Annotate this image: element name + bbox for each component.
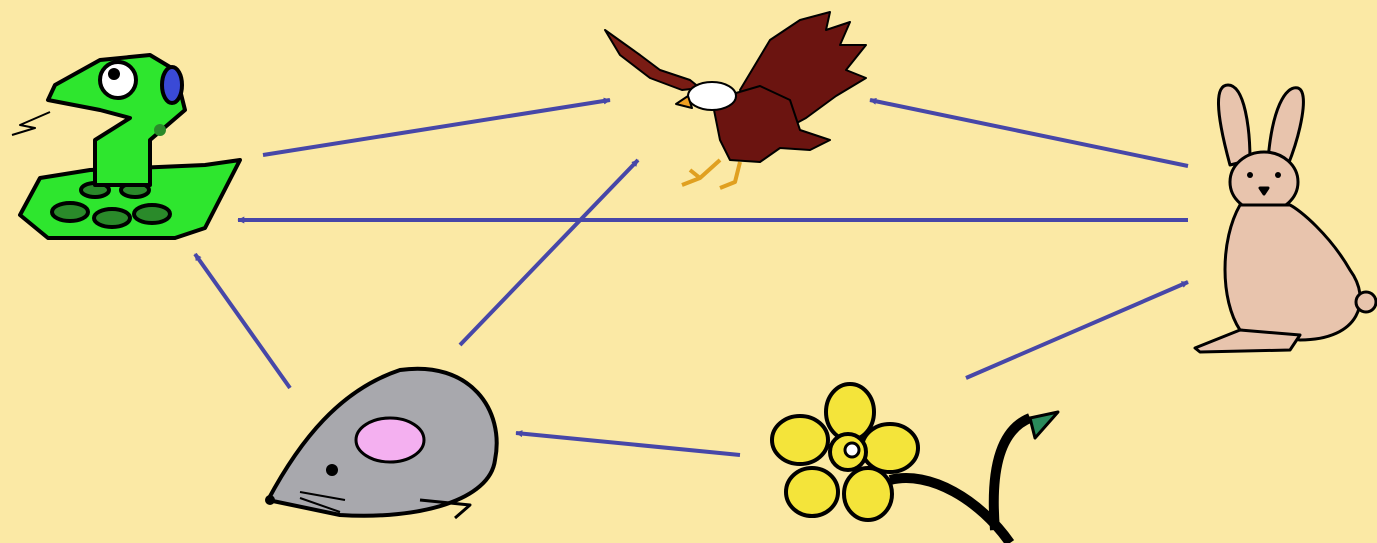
mouse-icon [265,366,499,520]
arrow-snake-to-eagle [262,97,611,157]
flower-icon [770,382,1060,543]
eagle-icon [604,11,867,190]
arrow-flower-to-mouse [515,430,741,457]
arrow-rabbit-to-eagle [869,97,1189,168]
arrow-mouse-to-snake [193,252,292,390]
snake-icon [11,53,242,240]
arrow-flower-to-rabbit [965,280,1189,380]
arrow-mouse-to-eagle [458,158,640,347]
arrows [193,97,1189,457]
rabbit-icon [1193,83,1377,354]
